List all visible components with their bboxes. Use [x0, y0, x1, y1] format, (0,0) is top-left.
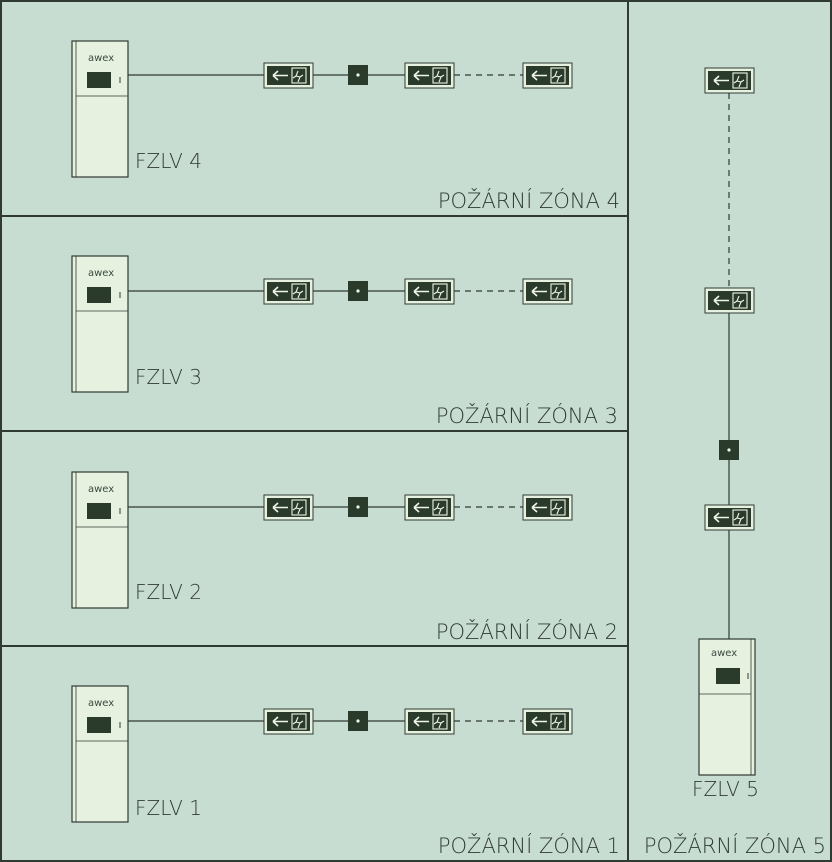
zone-label: POŽÁRNÍ ZÓNA 2: [436, 619, 618, 644]
exit-sign-icon: [263, 708, 314, 735]
unit-display: [87, 287, 111, 303]
zone-4: awex FZLV 4: [71, 40, 620, 213]
zone-label: POŽÁRNÍ ZÓNA 5: [644, 833, 826, 858]
exit-sign-icon: [404, 62, 455, 89]
unit-label: FZLV 3: [135, 365, 202, 389]
zone-1: awex FZLV 1: [71, 685, 620, 858]
fzlv-unit: awex: [71, 471, 129, 609]
exit-sign-icon: [522, 494, 573, 521]
unit-label: FZLV 2: [135, 580, 202, 604]
exit-sign-icon: [404, 708, 455, 735]
exit-sign-icon: [704, 287, 755, 314]
junction-box-icon: [348, 65, 368, 85]
exit-sign-icon: [404, 494, 455, 521]
unit-display: [87, 503, 111, 519]
fzlv-unit: awex: [71, 685, 129, 823]
brand-logo: awex: [88, 53, 114, 64]
zone-label: POŽÁRNÍ ZÓNA 4: [438, 188, 620, 213]
brand-logo: awex: [711, 648, 737, 659]
exit-sign-icon: [263, 494, 314, 521]
fzlv-unit: awex: [71, 255, 129, 393]
exit-sign-icon: [263, 278, 314, 305]
zone-label: POŽÁRNÍ ZÓNA 3: [436, 403, 618, 428]
brand-logo: awex: [88, 268, 114, 279]
brand-logo: awex: [88, 698, 114, 709]
exit-sign-icon: [263, 62, 314, 89]
fzlv-unit: awex: [71, 40, 129, 178]
exit-sign-icon: [522, 62, 573, 89]
zone-3: awex FZLV 3: [71, 255, 618, 428]
zone-5: awex FZLV 5 POŽÁRNÍ ZÓNA 5: [644, 67, 826, 858]
unit-label: FZLV 1: [135, 796, 202, 820]
zone-2: awex FZLV 2: [71, 471, 618, 644]
exit-sign-icon: [704, 67, 755, 94]
junction-box-icon: [348, 497, 368, 517]
fzlv-unit: awex: [698, 638, 756, 776]
unit-display: [87, 717, 111, 733]
exit-sign-icon: [404, 278, 455, 305]
unit-display: [716, 668, 740, 684]
junction-box-icon: [348, 281, 368, 301]
unit-label: FZLV 5: [692, 777, 759, 801]
exit-sign-icon: [522, 708, 573, 735]
junction-box-icon: [348, 711, 368, 731]
exit-sign-icon: [522, 278, 573, 305]
unit-display: [87, 72, 111, 88]
exit-sign-icon: [704, 504, 755, 531]
unit-label: FZLV 4: [135, 149, 202, 173]
junction-box-icon: [719, 440, 739, 460]
brand-logo: awex: [88, 484, 114, 495]
zone-label: POŽÁRNÍ ZÓNA 1: [438, 833, 620, 858]
